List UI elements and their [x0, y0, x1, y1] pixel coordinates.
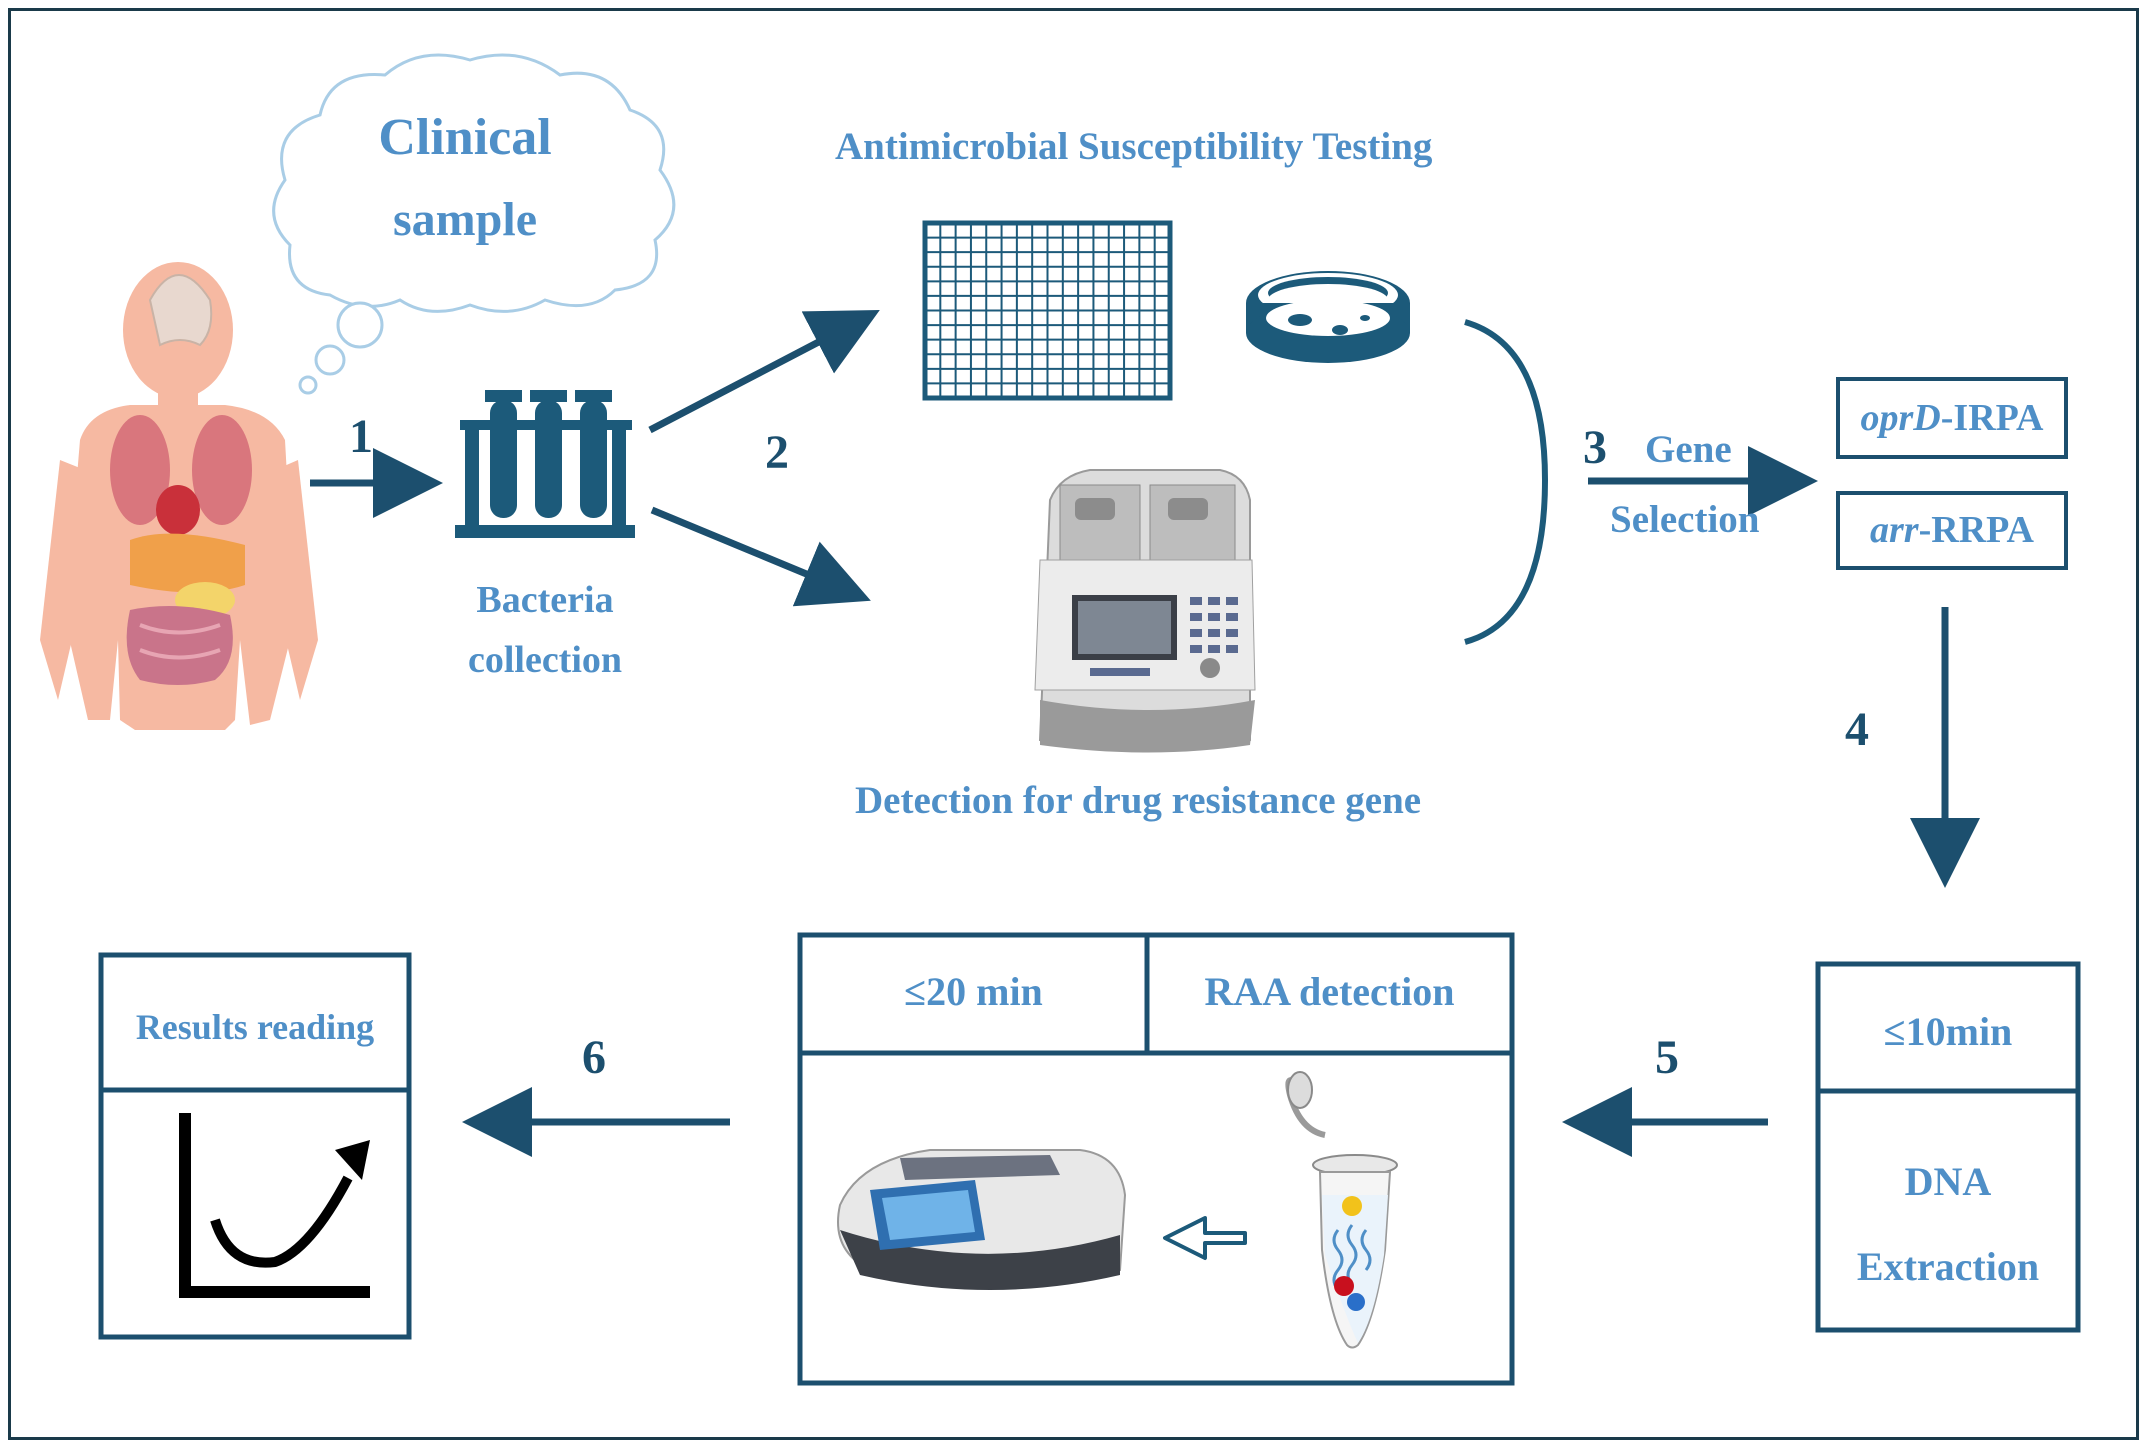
- gene-label-arr: arr-RRPA: [1838, 508, 2066, 552]
- hollow-arrow: [1163, 1216, 1247, 1260]
- microplate-grid-icon: [922, 220, 1173, 401]
- cloud-label-line2: sample: [393, 193, 537, 246]
- step-number-3: 3: [1583, 421, 1607, 474]
- thermal-cycler-device: [1034, 469, 1256, 753]
- raa-time: ≤20 min: [904, 969, 1043, 1014]
- gene-box-oprd: [1836, 377, 2068, 459]
- results-box: [98, 952, 412, 1340]
- results-title: Results reading: [135, 1007, 375, 1047]
- step-number-2: 2: [765, 426, 789, 479]
- gene-name-oprd: oprD: [1860, 397, 1941, 439]
- step-number-1: 1: [349, 410, 373, 463]
- arrow-step-2-down: [650, 506, 871, 607]
- gene-selection-line1: Gene: [1645, 428, 1732, 471]
- dna-extraction-box: [1815, 961, 2081, 1333]
- microtube-icon: [1285, 1071, 1398, 1349]
- detection-title: Detection for drug resistance gene: [855, 779, 1422, 822]
- growth-curve-icon: [179, 1113, 370, 1298]
- human-body-illustration: [40, 262, 318, 730]
- gene-suffix-oprd: -IRPA: [1940, 397, 2044, 439]
- gene-name-arr: arr: [1870, 509, 1919, 551]
- raa-detection-box: [797, 932, 1515, 1386]
- test-tube-rack-icon: [455, 390, 635, 538]
- dna-time: ≤10min: [1883, 1009, 2013, 1054]
- bacteria-label-line1: Bacteria: [476, 579, 614, 621]
- arrow-step-2-up: [648, 310, 880, 434]
- dna-label-line2: Extraction: [1856, 1244, 2040, 1289]
- figure-frame: [8, 8, 2139, 1440]
- clinical-sample-cloud: [272, 53, 676, 395]
- gene-suffix-arr: -RRPA: [1918, 509, 2034, 551]
- gene-label-oprd: oprD-IRPA: [1838, 396, 2066, 440]
- gene-box-arr: [1836, 491, 2068, 570]
- raa-title: RAA detection: [1204, 969, 1455, 1014]
- step-number-4: 4: [1845, 703, 1869, 756]
- raa-detector-device: [837, 1149, 1127, 1290]
- bracket: [1464, 319, 1549, 645]
- gene-selection-line2: Selection: [1610, 498, 1760, 541]
- bacteria-label-line2: collection: [467, 639, 623, 681]
- step-number-6: 6: [582, 1031, 606, 1084]
- ast-title: Antimicrobial Susceptibility Testing: [835, 125, 1433, 168]
- petri-dish-icon: [1246, 271, 1410, 363]
- dna-label-line1: DNA: [1904, 1159, 1992, 1204]
- step-number-5: 5: [1655, 1031, 1679, 1084]
- cloud-label-line1: Clinical: [378, 109, 552, 166]
